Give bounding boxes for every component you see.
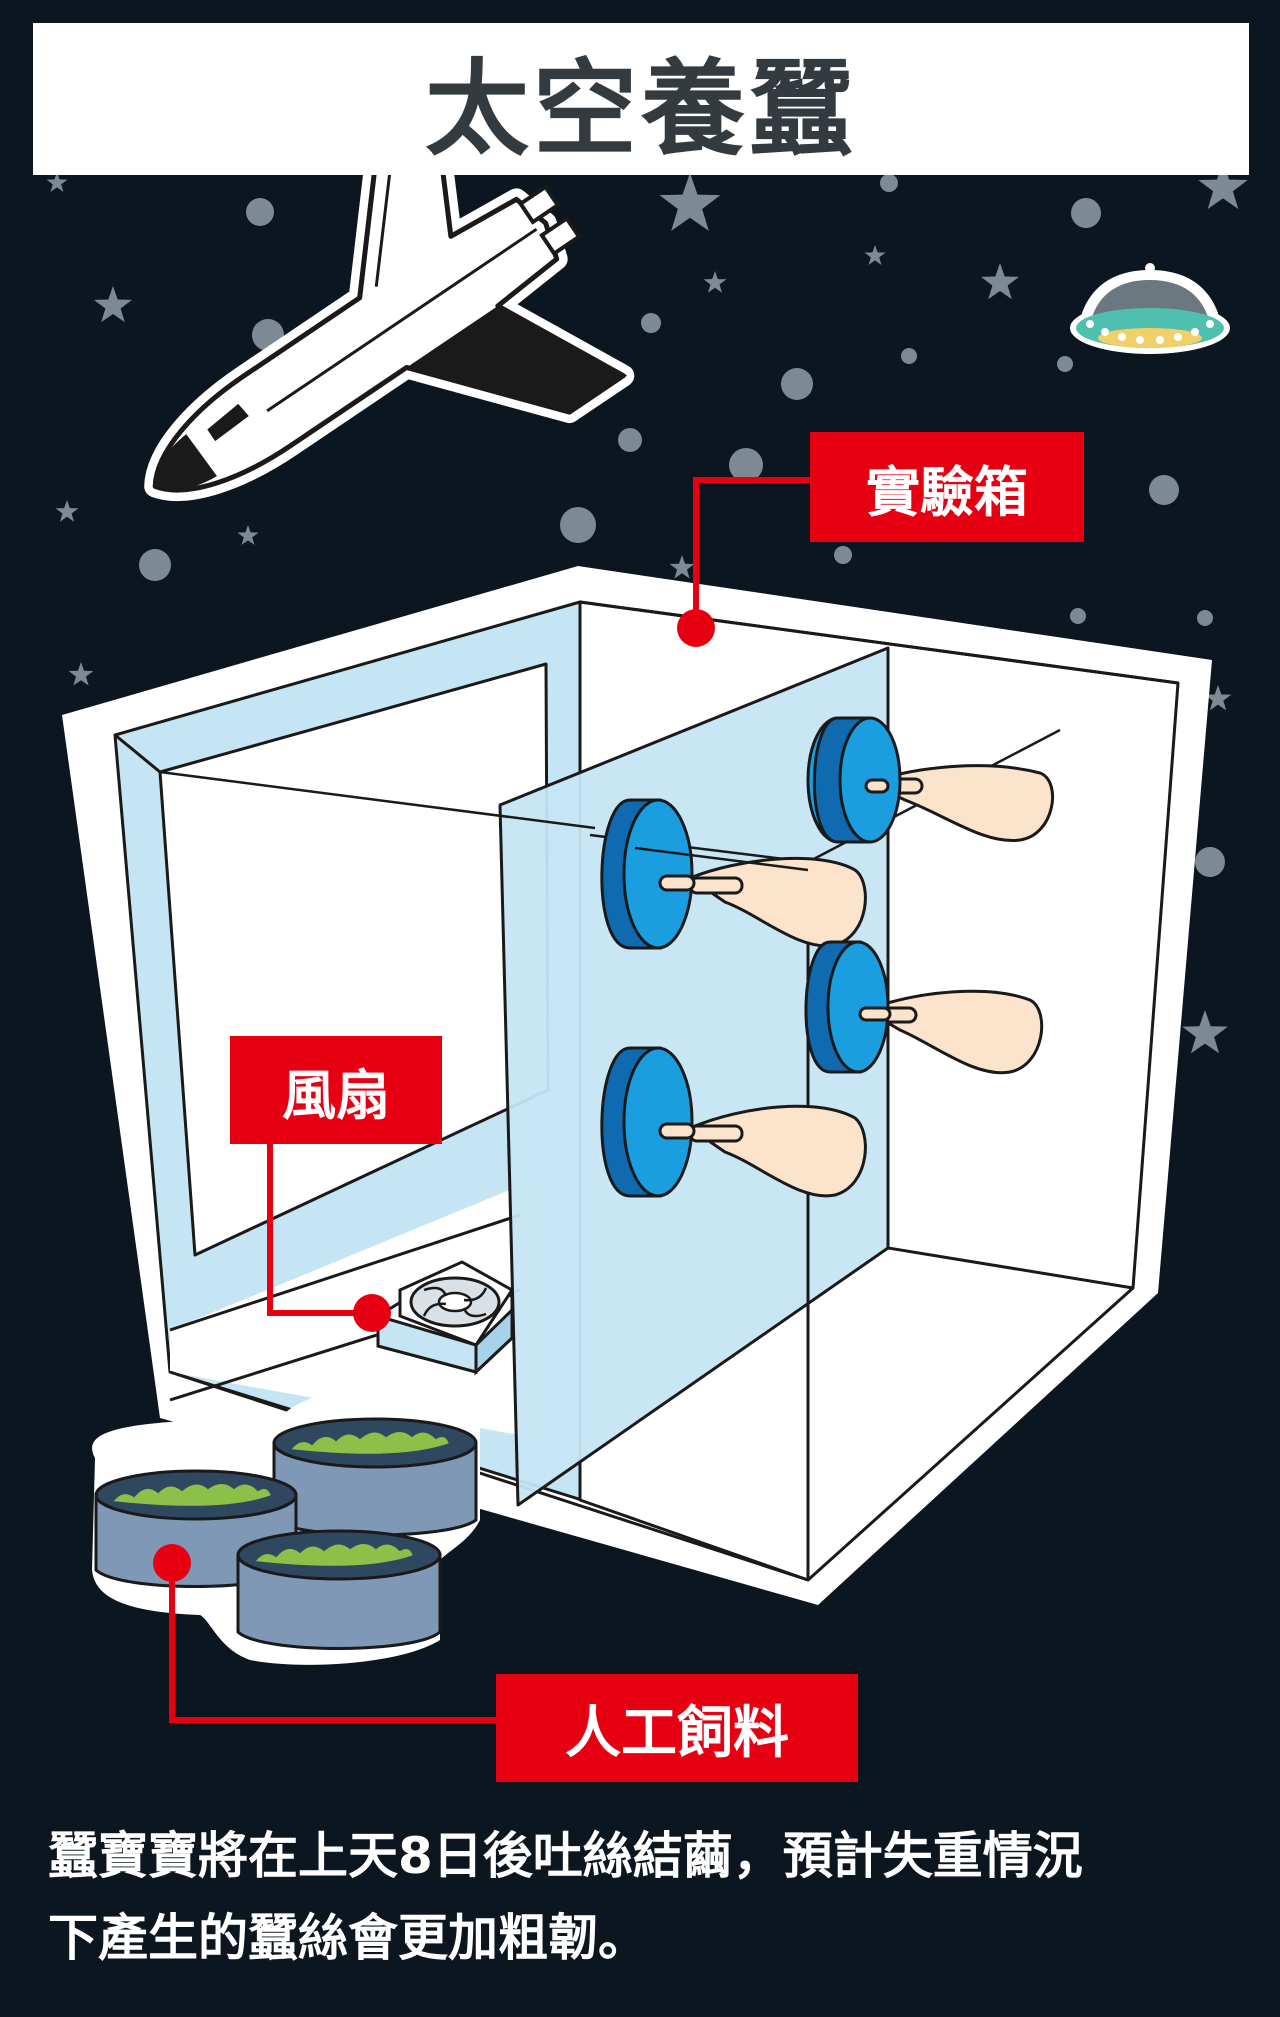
- cocoon-holders: [600, 716, 1055, 1198]
- label-experiment-box: 實驗箱: [810, 432, 1084, 542]
- star-icon: [669, 555, 695, 579]
- star-field: [46, 162, 1248, 1054]
- label-fan-text: 風扇: [282, 1063, 390, 1127]
- leader-lines: [169, 477, 810, 1723]
- fan-icon: [376, 1260, 515, 1376]
- star-icon: [55, 500, 79, 522]
- page-title: 太空養蠶: [424, 47, 857, 170]
- star-icon: [980, 263, 1020, 300]
- caption-line-1: 蠶寶寶將在上天8日後吐絲結繭，預計失重情況: [48, 1827, 1083, 1885]
- star-icon: [864, 245, 886, 265]
- star-icon: [1182, 1010, 1228, 1054]
- star-icon: [237, 525, 259, 545]
- caption-line-2: 下產生的蠶絲會更加粗韌。: [48, 1909, 648, 1967]
- star-icon: [68, 662, 94, 686]
- star-icon: [659, 173, 721, 231]
- label-experiment-box-text: 實驗箱: [866, 460, 1028, 524]
- label-fan: 風扇: [230, 1036, 442, 1144]
- feed-trays: [92, 1388, 480, 1665]
- feed-tray-icon: [236, 1529, 442, 1650]
- title-bar: 太空養蠶: [33, 23, 1249, 175]
- cocoon-icon: [600, 798, 867, 950]
- cocoon-icon: [804, 940, 1044, 1075]
- label-artificial-feed-text: 人工飼料: [565, 1700, 789, 1766]
- caption: 蠶寶寶將在上天8日後吐絲結繭，預計失重情況 下產生的蠶絲會更加粗韌。: [48, 1815, 1248, 1979]
- cocoon-icon: [806, 716, 1055, 844]
- star-icon: [93, 286, 133, 323]
- label-artificial-feed: 人工飼料: [496, 1674, 858, 1782]
- space-shuttle-icon: [144, 82, 635, 501]
- feed-tray-icon: [272, 1417, 478, 1537]
- ufo-icon: [1070, 263, 1230, 354]
- cocoon-icon: [600, 1046, 867, 1198]
- star-icon: [703, 271, 727, 293]
- leader-dots: [153, 609, 715, 1582]
